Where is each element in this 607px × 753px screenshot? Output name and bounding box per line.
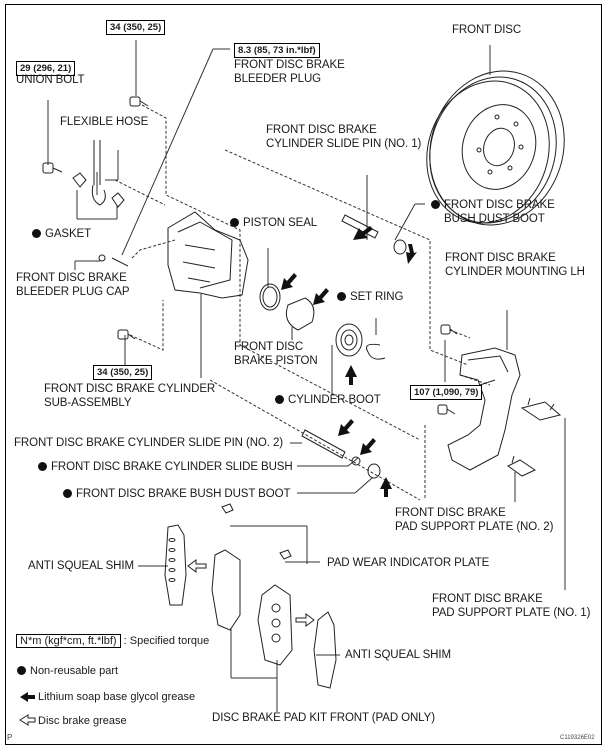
caliper-cylinder <box>167 211 249 299</box>
legend-disc-grease: Disc brake grease <box>38 715 127 727</box>
label-bush-dust-boot-bottom: FRONT DISC BRAKE BUSH DUST BOOT <box>63 487 290 501</box>
label-set-ring: SET RING <box>337 290 403 304</box>
torque-cylinder-bolt-bottom: 34 (350, 25) <box>93 365 153 380</box>
non-reusable-icon <box>431 200 440 209</box>
label-pad-wear-indicator: PAD WEAR INDICATOR PLATE <box>327 557 490 569</box>
non-reusable-icon <box>17 666 26 675</box>
brake-pads <box>164 503 337 689</box>
non-reusable-icon <box>38 462 47 471</box>
label-piston-seal: PISTON SEAL <box>230 216 317 230</box>
label-gasket: GASKET <box>32 227 91 241</box>
label-cylinder-boot: CYLINDER BOOT <box>275 393 381 407</box>
mounting-bracket <box>447 347 521 471</box>
label-anti-squeal-shim-left: ANTI SQUEAL SHIM <box>28 560 134 572</box>
label-anti-squeal-shim-right: ANTI SQUEAL SHIM <box>345 649 451 661</box>
diagram-frame <box>5 4 602 745</box>
label-union-bolt: UNION BOLT <box>16 74 85 86</box>
legend-torque: N*m (kgf*cm, ft.*lbf) : Specified torque <box>16 634 209 648</box>
bolts <box>42 96 458 415</box>
torque-bleeder-plug: 8.3 (85, 73 in.*lbf) <box>234 43 320 58</box>
label-flexible-hose: FLEXIBLE HOSE <box>60 116 149 128</box>
non-reusable-icon <box>63 489 72 498</box>
torque-cylinder-bolt-top: 34 (350, 25) <box>106 20 166 35</box>
torque-union-bolt: 29 (296, 21) <box>16 61 76 76</box>
label-front-disc: FRONT DISC <box>452 24 522 36</box>
flexible-hose <box>72 140 125 208</box>
figure-code: C119326E02 <box>560 735 595 741</box>
label-slide-pin-no2: FRONT DISC BRAKE CYLINDER SLIDE PIN (NO.… <box>14 437 283 449</box>
corner-mark: P <box>7 733 13 742</box>
label-pad-kit: DISC BRAKE PAD KIT FRONT (PAD ONLY) <box>212 712 435 724</box>
lithium-grease-arrows <box>20 226 417 702</box>
non-reusable-icon <box>337 292 346 301</box>
leader-lines <box>47 40 566 712</box>
torque-mounting-bolt: 107 (1,090, 79) <box>410 385 483 400</box>
piston-parts <box>259 283 386 360</box>
legend-non-reusable: Non-reusable part <box>17 664 118 678</box>
front-disc <box>426 70 565 226</box>
disc-grease-arrows <box>19 559 315 726</box>
slide-pins <box>301 214 407 479</box>
non-reusable-icon <box>230 218 239 227</box>
non-reusable-icon <box>275 395 284 404</box>
pad-support-plates <box>507 397 562 477</box>
legend-lithium-grease: Lithium soap base glycol grease <box>38 691 196 703</box>
label-slide-bush: FRONT DISC BRAKE CYLINDER SLIDE BUSH <box>38 460 293 474</box>
non-reusable-icon <box>32 229 41 238</box>
